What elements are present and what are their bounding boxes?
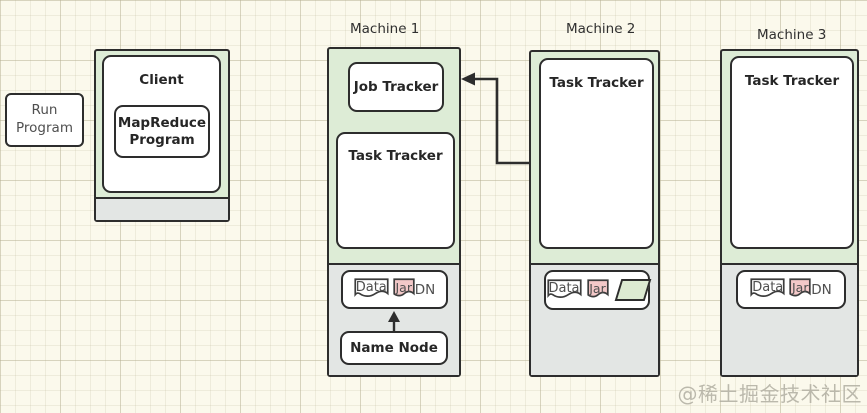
task-tracker-label-m2: Task Tracker [549, 75, 644, 91]
machine-2-container: Task Tracker Data Jar [529, 50, 660, 377]
data-doc-icon: Data [547, 279, 582, 302]
job-tracker-box: Job Tracker [348, 62, 444, 112]
machine-2-gray-section: Data Jar [531, 263, 658, 375]
task-tracker-box-m3: Task Tracker [730, 56, 854, 249]
run-program-box: Run Program [5, 93, 84, 147]
dn-label-m3: DN [811, 281, 832, 298]
job-tracker-label: Job Tracker [353, 78, 439, 95]
machine-3-container: Task Tracker Data Jar DN [720, 49, 859, 377]
jar-doc-icon: Jar [393, 278, 415, 301]
task-tracker-box-m1: Task Tracker [336, 132, 455, 249]
data-jar-box-m2: Data Jar [544, 270, 651, 310]
jar-doc-icon: Jar [789, 278, 811, 301]
task-tracker-label-m3: Task Tracker [744, 73, 840, 89]
name-node-box: Name Node [340, 331, 448, 365]
task-tracker-box-m2: Task Tracker [539, 58, 654, 249]
machine-1-container: Job Tracker Task Tracker Data [327, 47, 461, 377]
run-program-label: Run Program [16, 102, 73, 136]
arrow-machine2-to-jobtracker [461, 72, 529, 165]
machine-3-gray-section: Data Jar DN [722, 263, 857, 375]
data-jar-dn-box-m1: Data Jar DN [341, 270, 448, 309]
watermark: @稀土掘金技术社区 [677, 382, 862, 406]
parallelogram-icon [614, 279, 651, 301]
mapreduce-program-box: MapReduce Program [114, 105, 210, 158]
task-tracker-label-m1: Task Tracker [348, 148, 443, 164]
client-label: Client [139, 72, 184, 88]
client-box: Client MapReduce Program [102, 55, 221, 193]
jar-label-m1: Jar [395, 280, 413, 295]
data-doc-icon: Data [354, 278, 389, 301]
client-container: Client MapReduce Program [94, 49, 230, 222]
dn-label-m1: DN [414, 281, 436, 298]
jar-doc-icon: Jar [587, 279, 609, 302]
client-gray-section [96, 197, 228, 220]
jar-label-m3: Jar [792, 280, 809, 295]
data-label-m2: Data [548, 280, 580, 296]
machine-1-label: Machine 1 [350, 21, 420, 37]
mapreduce-program-label: MapReduce Program [117, 114, 207, 148]
machine-1-gray-section: Data Jar DN Name Node [329, 263, 459, 375]
jar-label-m2: Jar [589, 280, 606, 296]
data-label-m1: Data [355, 280, 387, 295]
machine-3-label: Machine 3 [757, 27, 827, 43]
data-doc-icon: Data [750, 278, 785, 301]
name-node-label: Name Node [350, 339, 438, 356]
data-label-m3: Data [752, 280, 784, 295]
data-jar-dn-box-m3: Data Jar DN [736, 270, 846, 309]
machine-2-label: Machine 2 [566, 21, 636, 37]
